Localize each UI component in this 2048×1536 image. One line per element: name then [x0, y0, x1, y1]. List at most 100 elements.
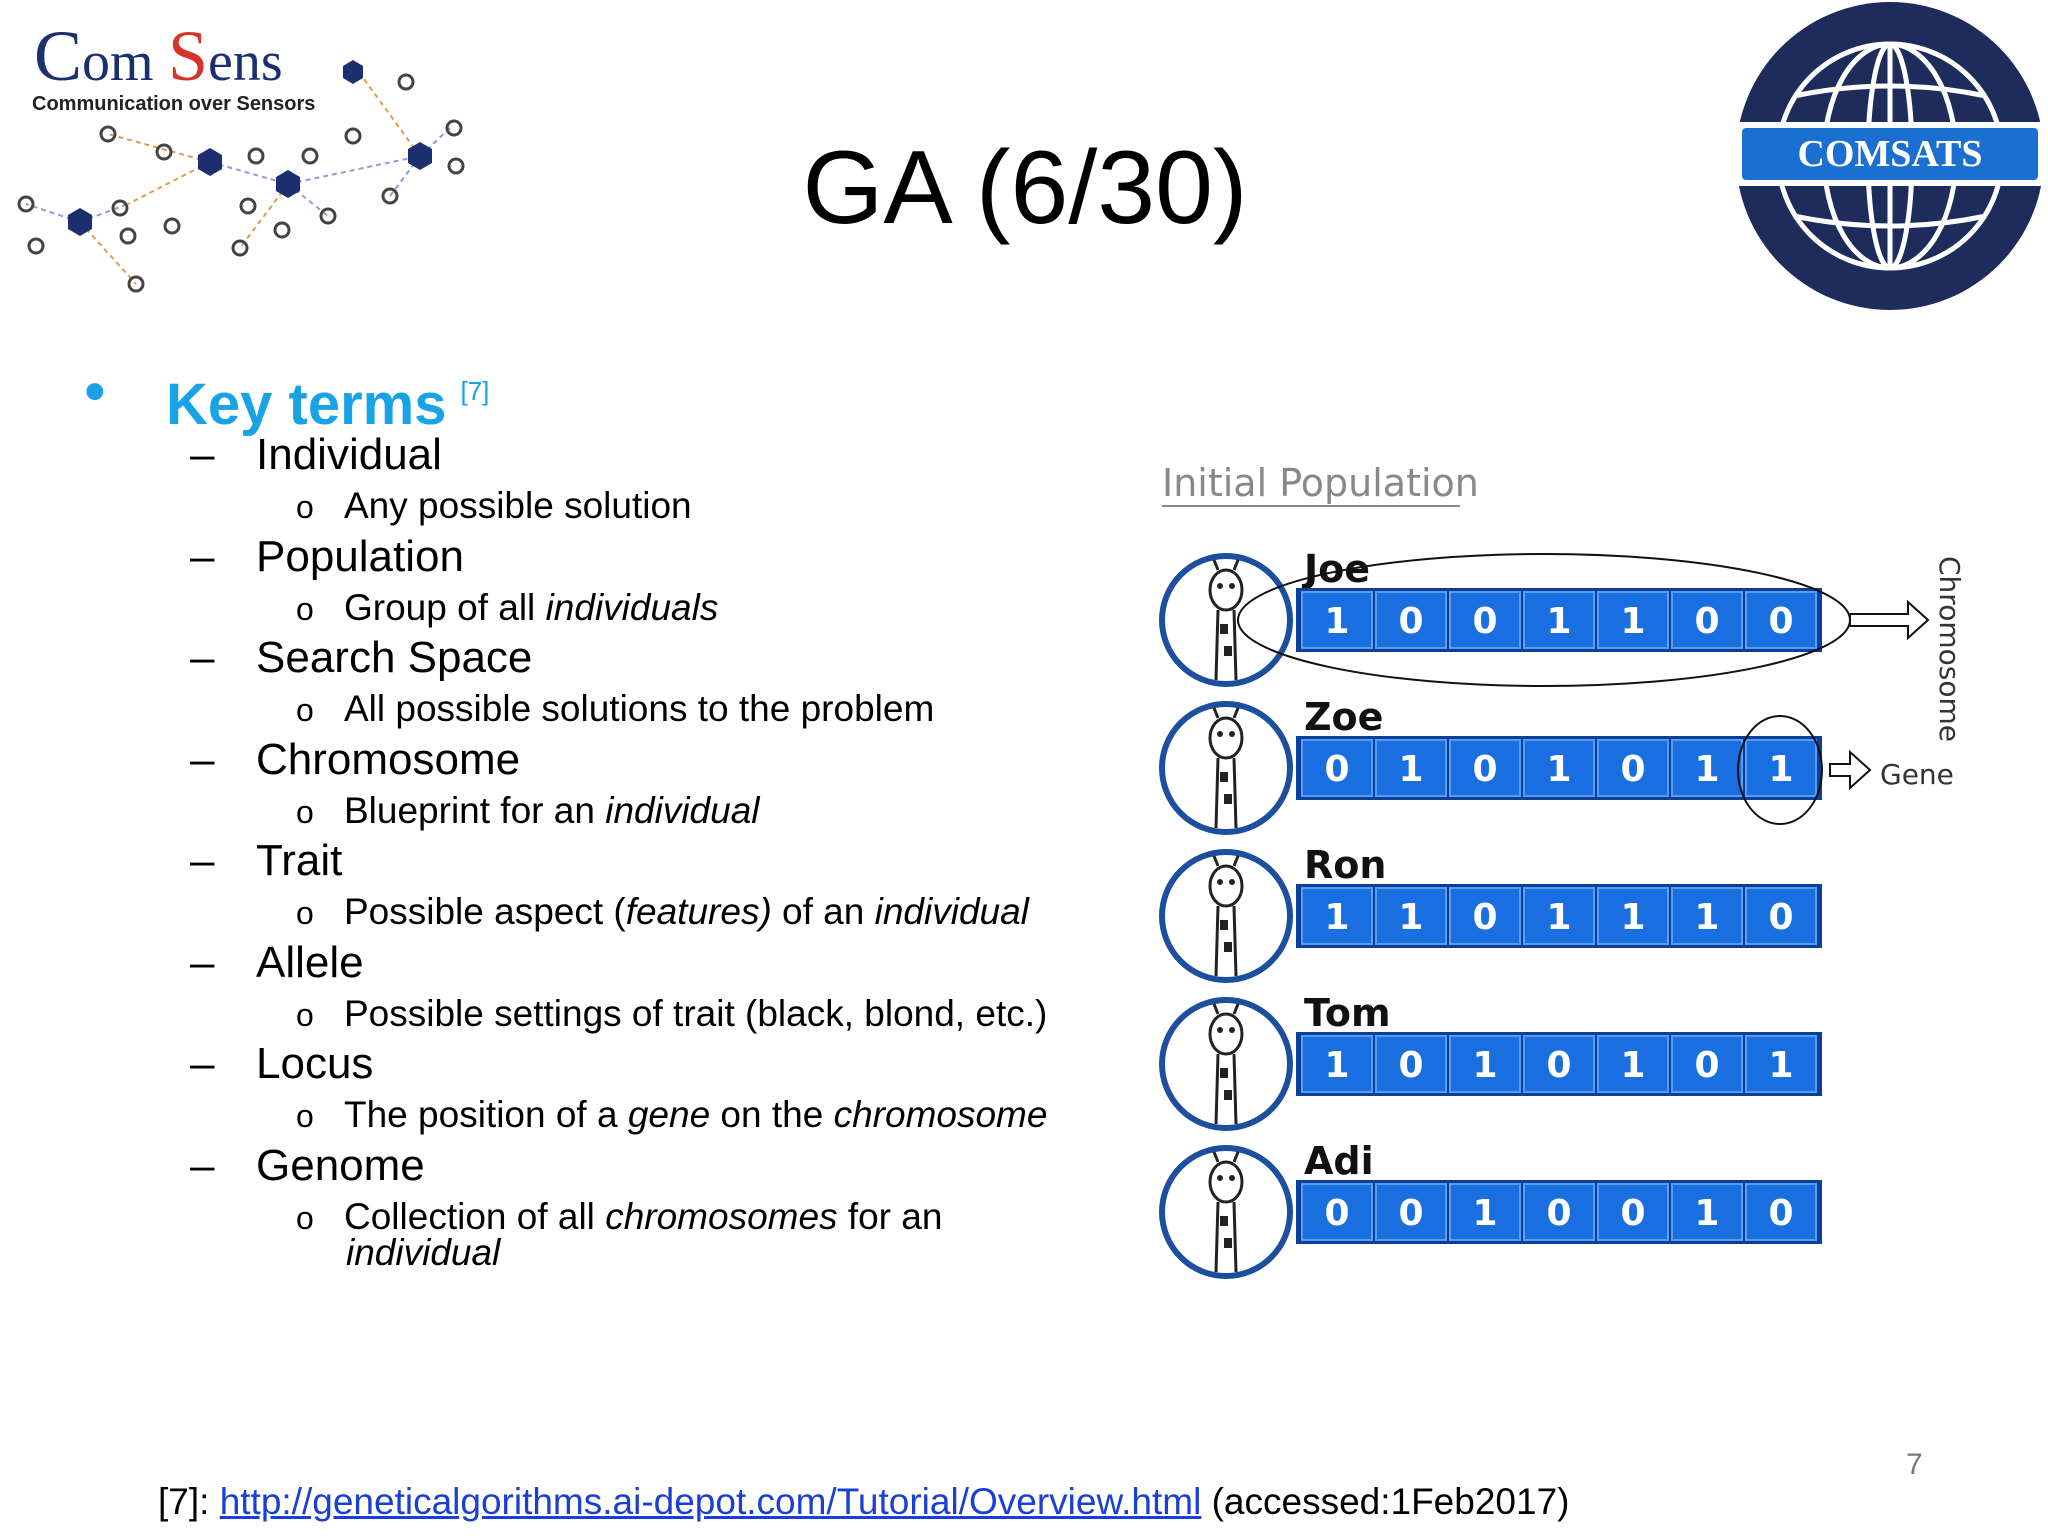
circle-bullet: o — [296, 895, 314, 931]
gene-value: 1 — [1546, 749, 1571, 790]
term-description-part: individual — [874, 891, 1029, 932]
circle-bullet: o — [296, 1199, 314, 1236]
gene-value: 0 — [1472, 749, 1497, 790]
dash-bullet: – — [190, 937, 215, 987]
term-item: –Trait — [190, 834, 342, 888]
slide-title: GA (6/30) — [802, 130, 1248, 246]
gene-cell — [1523, 887, 1595, 945]
gene-value: 0 — [1768, 601, 1793, 642]
reference-marker: [7] — [460, 376, 490, 406]
term-item: –Population — [190, 530, 464, 584]
gene-value: 1 — [1620, 1045, 1645, 1086]
gene-value: 0 — [1324, 1193, 1349, 1234]
gene-value: 1 — [1472, 1045, 1497, 1086]
term-description-part: Collection of all — [344, 1195, 606, 1237]
term-label: Locus — [256, 1039, 374, 1088]
gene-cell — [1449, 887, 1521, 945]
giraffe-avatar-icon — [1159, 997, 1293, 1131]
gene-cell — [1449, 1035, 1521, 1093]
gene-cell — [1597, 1035, 1669, 1093]
term-label: Trait — [256, 836, 343, 885]
term-label: Genome — [256, 1140, 425, 1190]
gene-value: 1 — [1694, 1193, 1719, 1234]
gene-cell — [1671, 1035, 1743, 1093]
svg-text:S: S — [168, 16, 208, 96]
term-item: –Search Space — [190, 631, 532, 685]
dash-bullet: – — [190, 1039, 215, 1088]
gene-cell — [1375, 739, 1447, 797]
svg-text:om: om — [82, 31, 154, 93]
giraffe-avatar-icon — [1159, 849, 1293, 983]
gene-value: 1 — [1472, 1193, 1497, 1234]
gene-cell — [1375, 1183, 1447, 1241]
dash-bullet: – — [190, 633, 215, 682]
gene-cell — [1449, 591, 1521, 649]
network-graph-icon — [25, 63, 451, 285]
term-description-part: of an — [771, 891, 875, 932]
circle-bullet: o — [296, 1098, 314, 1134]
gene-value: 0 — [1324, 749, 1349, 790]
gene-cell — [1671, 887, 1743, 945]
gene-value: 1 — [1694, 749, 1719, 790]
gene-value: 0 — [1620, 1193, 1645, 1234]
gene-value: 1 — [1620, 601, 1645, 642]
key-terms-label: Key terms — [166, 372, 447, 437]
term-description-part: features) — [625, 891, 772, 932]
term-label: Individual — [256, 430, 442, 479]
term-description-part: chromosome — [833, 1094, 1048, 1135]
gene-value: 1 — [1398, 897, 1423, 938]
term-item: –Locus — [190, 1037, 373, 1091]
dash-bullet: – — [190, 430, 215, 479]
dash-bullet: – — [190, 531, 215, 581]
gene-highlight-circle — [1737, 715, 1823, 825]
giraffe-avatar-icon — [1159, 553, 1293, 687]
term-description-part: All possible solutions to the problem — [344, 688, 935, 729]
gene-cell — [1449, 1183, 1521, 1241]
comsats-logo: COMSATS — [1734, 2, 2046, 310]
term-description-part: Possible aspect ( — [344, 891, 626, 932]
circle-bullet: o — [296, 996, 314, 1033]
gene-value: 0 — [1620, 749, 1645, 790]
comsens-logo: C om S ens Communication over Sensors — [17, 16, 465, 293]
term-label: Chromosome — [256, 734, 521, 784]
circle-bullet: o — [296, 489, 314, 525]
term-item: –Allele — [190, 936, 364, 990]
gene-cell — [1523, 591, 1595, 649]
gene-cell — [1671, 1183, 1743, 1241]
term-description-part: Any possible solution — [344, 485, 692, 526]
chromosome-label: Chromosome — [1933, 556, 1966, 742]
term-description-continued: individual — [346, 1232, 500, 1273]
comsats-logo-text: COMSATS — [1797, 133, 1982, 175]
reference-link[interactable]: http://geneticalgorithms.ai-depot.com/Tu… — [219, 1481, 1202, 1522]
individual-name: Zoe — [1304, 695, 1383, 739]
figure-heading: Initial Population — [1162, 461, 1479, 505]
gene-value: 1 — [1546, 897, 1571, 938]
gene-value: 0 — [1768, 897, 1793, 938]
term-item: –Chromosome — [190, 733, 520, 787]
term-item: –Genome — [190, 1139, 425, 1193]
term-description-part: for an — [837, 1195, 943, 1237]
gene-value: 1 — [1694, 897, 1719, 938]
gene-value: 0 — [1768, 1193, 1793, 1234]
term-description: o Possible aspect (features) of an indivi… — [296, 892, 1029, 933]
gene-value: 0 — [1694, 601, 1719, 642]
dash-bullet: – — [190, 836, 215, 885]
gene-cell — [1523, 739, 1595, 797]
gene-value: 0 — [1398, 1193, 1423, 1234]
comsens-tagline: Communication over Sensors — [32, 93, 315, 115]
gene-value: 0 — [1546, 1045, 1571, 1086]
gene-cell — [1301, 591, 1373, 649]
gene-value: 0 — [1472, 601, 1497, 642]
individual-name: Ron — [1304, 843, 1386, 887]
gene-cell — [1301, 887, 1373, 945]
gene-cell — [1745, 887, 1817, 945]
